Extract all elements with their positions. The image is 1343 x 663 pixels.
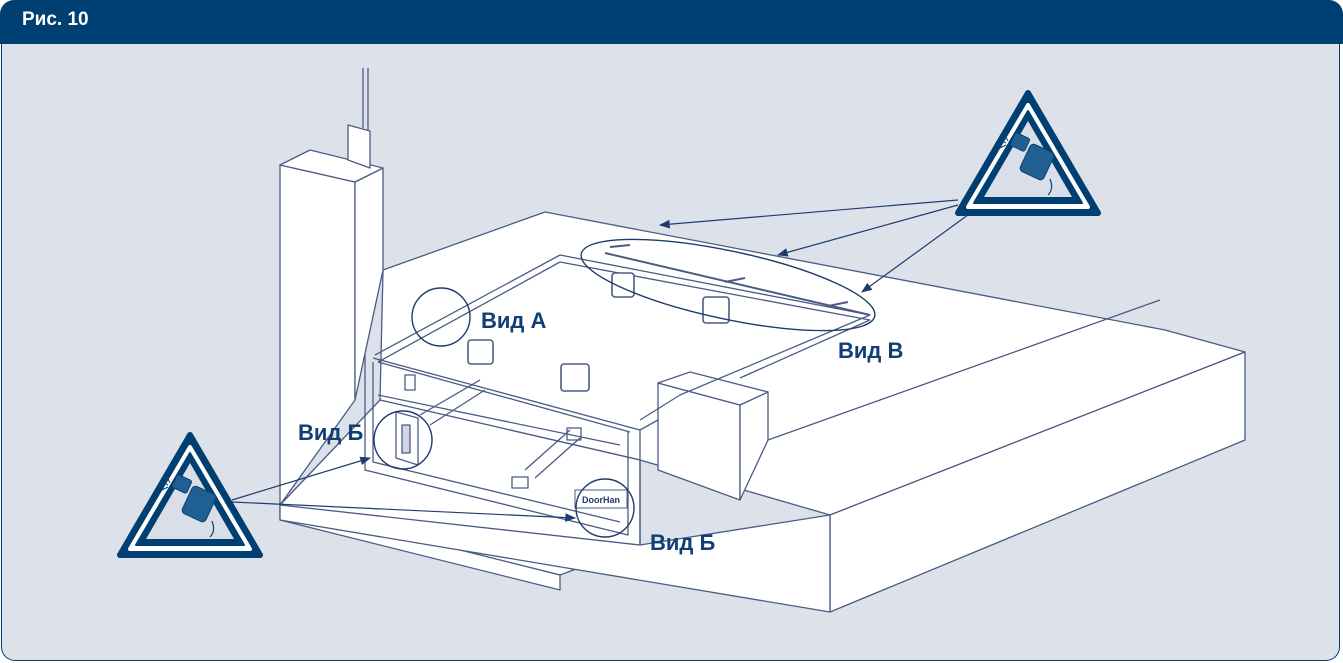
- hinge-beam: [377, 394, 621, 446]
- arrow-top-1: [658, 199, 959, 229]
- left-pillar-side: [354, 167, 384, 401]
- label-view-b-left: Вид Б: [298, 420, 363, 445]
- label-view-a: Вид А: [481, 308, 546, 333]
- welding-warning-icon: [955, 90, 1101, 216]
- arrow-top-3: [861, 211, 973, 293]
- view-v-ellipse: [580, 238, 876, 332]
- label-view-b-right: Вид Б: [650, 530, 715, 555]
- deck-handle-4: [702, 296, 730, 324]
- deck-handle-2: [560, 363, 590, 392]
- rear-anchor-bar: [604, 252, 871, 316]
- label-view-v: Вид В: [838, 338, 903, 363]
- pit-front-bottom: [279, 504, 831, 613]
- brand-plate-text: DoorHan: [582, 495, 620, 505]
- figure-title: Рис. 10: [22, 9, 89, 30]
- pit-opening: [364, 355, 629, 536]
- welding-warning-icon: [117, 432, 263, 558]
- brand-plate: [574, 489, 628, 509]
- view-b-left-circle: [373, 410, 433, 470]
- pillar-rail: [347, 124, 371, 169]
- arrow-left-2: [231, 501, 577, 522]
- right-pillar-top: [657, 371, 769, 406]
- left-pillar-top: [279, 149, 384, 183]
- figure-header: Рис. 10: [0, 0, 1343, 44]
- view-a-circle: [411, 287, 471, 347]
- arrow-top-2: [776, 204, 959, 257]
- arrow-left-1: [231, 456, 372, 501]
- deck-handle-1: [467, 339, 494, 365]
- view-b-right-circle: [575, 478, 635, 538]
